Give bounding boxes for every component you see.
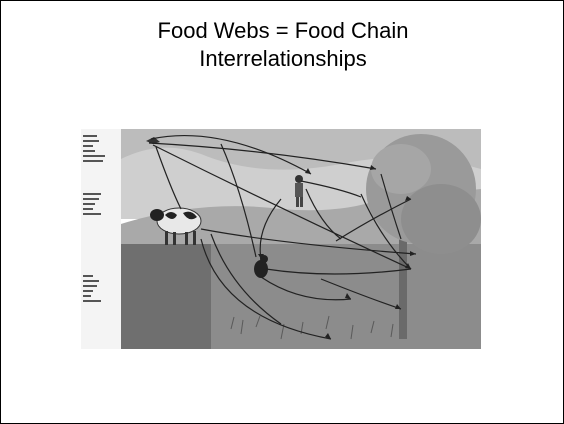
title-line-2: Interrelationships bbox=[199, 46, 367, 71]
bird bbox=[146, 137, 160, 144]
food-web-arrows bbox=[148, 134, 417, 340]
cow bbox=[150, 207, 202, 245]
food-web-illustration bbox=[81, 129, 481, 349]
slide-title: Food Webs = Food Chain Interrelationship… bbox=[1, 17, 564, 73]
trophic-level-labels bbox=[83, 135, 105, 302]
person bbox=[295, 175, 303, 207]
title-line-1: Food Webs = Food Chain bbox=[157, 18, 409, 43]
